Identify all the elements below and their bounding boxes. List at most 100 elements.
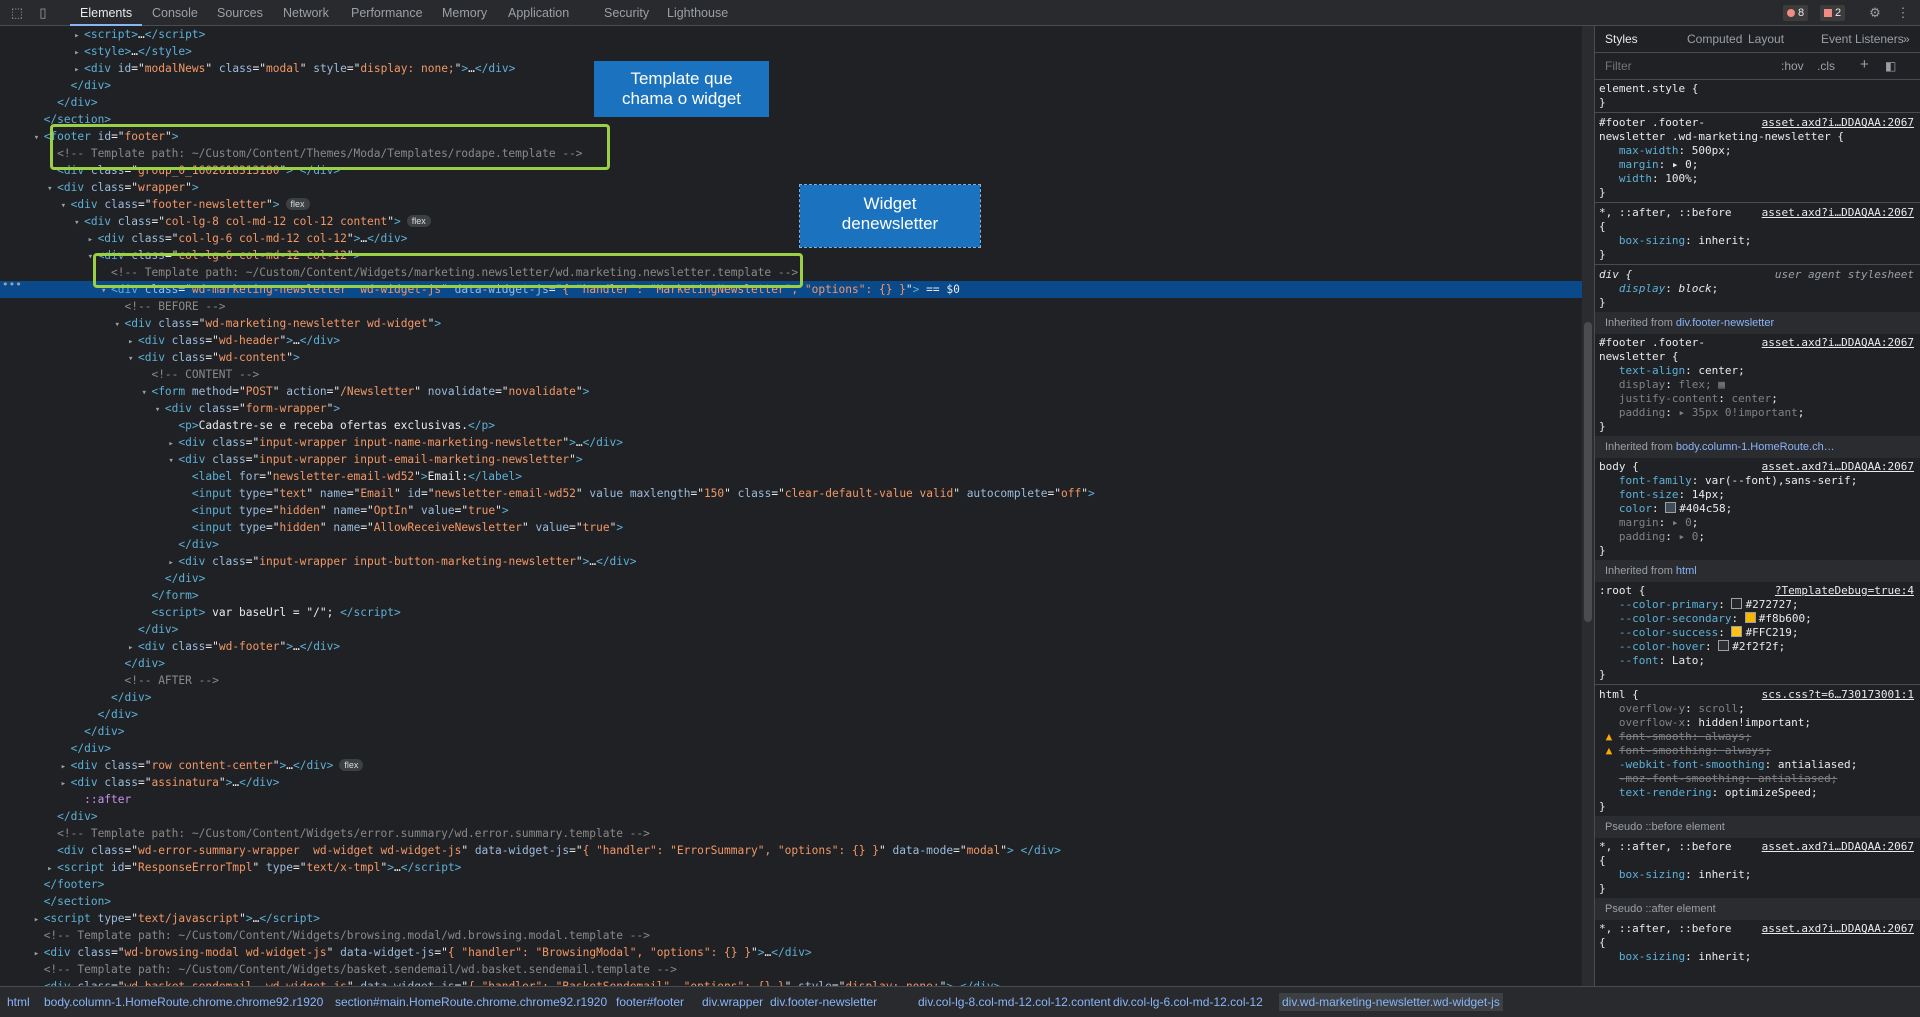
expand-toggle-icon[interactable]: ▾ bbox=[101, 286, 107, 296]
expand-toggle-icon[interactable]: ▸ bbox=[74, 65, 80, 75]
style-line[interactable]: --color-secondary: #f8b600; bbox=[1618, 612, 1812, 625]
dom-node[interactable]: </div> bbox=[124, 657, 165, 670]
dom-node[interactable]: <!-- Template path: ~/Custom/Content/Wid… bbox=[43, 963, 677, 976]
style-line[interactable]: } bbox=[1599, 420, 1606, 433]
style-line[interactable]: } bbox=[1599, 296, 1606, 309]
dom-node[interactable]: ▸<div class="assinatura">…</div> bbox=[0, 774, 1582, 791]
expand-toggle-icon[interactable]: ▸ bbox=[60, 779, 67, 789]
style-line[interactable]: width: 100%; bbox=[1618, 172, 1699, 185]
stylesheet-source-link[interactable]: asset.axd?i…DDAQAA:2067 bbox=[1761, 116, 1914, 129]
style-line[interactable]: overflow-x: hidden!important; bbox=[1618, 716, 1811, 729]
expand-toggle-icon[interactable]: ▾ bbox=[114, 320, 120, 330]
dom-node[interactable]: <input type="hidden" name="AllowReceiveN… bbox=[191, 521, 624, 534]
dom-node[interactable]: </div> bbox=[57, 96, 98, 109]
issues-badge[interactable]: 2 bbox=[1820, 5, 1846, 21]
expand-toggle-icon[interactable]: ▸ bbox=[60, 762, 67, 772]
styles-tab-layout[interactable]: Layout bbox=[1748, 32, 1785, 46]
dom-node[interactable]: <input type="text" name="Email" id="news… bbox=[191, 487, 1095, 500]
expand-toggle-icon[interactable]: ▾ bbox=[168, 456, 174, 466]
expand-toggle-icon[interactable]: ▸ bbox=[168, 558, 174, 568]
device-toolbar-icon[interactable]: ▯ bbox=[39, 5, 47, 20]
dom-node[interactable]: </div> bbox=[164, 572, 206, 585]
style-line[interactable]: margin: ▸ 0; bbox=[1618, 158, 1699, 171]
dom-node[interactable]: ▸<div class="wd-browsing-modal wd-widget… bbox=[0, 944, 1582, 961]
more-options-icon[interactable]: ⋮ bbox=[1896, 5, 1910, 20]
dom-node[interactable]: </div> bbox=[97, 708, 138, 721]
dom-node[interactable]: <div class="wd-error-summary-wrapper wd-… bbox=[57, 844, 1061, 857]
style-line[interactable]: box-sizing: inherit; bbox=[1618, 234, 1752, 247]
style-line[interactable]: } bbox=[1599, 186, 1606, 199]
style-line[interactable]: { bbox=[1599, 220, 1606, 233]
style-line[interactable]: -webkit-font-smoothing: antialiased; bbox=[1618, 758, 1858, 771]
expand-toggle-icon[interactable]: ▸ bbox=[168, 439, 174, 449]
dom-node[interactable]: <p>Cadastre-se e receba ofertas exclusiv… bbox=[178, 419, 495, 432]
dom-node[interactable]: <!-- AFTER --> bbox=[124, 674, 219, 687]
errors-badge[interactable]: 8 bbox=[1783, 5, 1809, 21]
more-tabs-icon[interactable]: » bbox=[1903, 32, 1910, 46]
dom-node[interactable]: ▸<div class="row content-center">…</div>… bbox=[0, 757, 1582, 774]
stylesheet-source-link[interactable]: scs.css?t=6…730173001:1 bbox=[1761, 688, 1914, 701]
dom-node[interactable]: ▸<div class="wd-footer">…</div> bbox=[0, 638, 1582, 655]
styles-tab-styles[interactable]: Styles bbox=[1605, 32, 1638, 46]
toggle-sidebar-icon[interactable]: ◧ bbox=[1885, 59, 1897, 73]
expand-toggle-icon[interactable]: ▾ bbox=[87, 252, 93, 262]
dom-node[interactable]: </div> bbox=[137, 623, 179, 636]
style-line[interactable]: overflow-y: scroll; bbox=[1618, 702, 1745, 715]
expand-toggle-icon[interactable]: ▸ bbox=[87, 235, 93, 245]
expand-toggle-icon[interactable]: ▾ bbox=[154, 405, 161, 415]
style-line[interactable]: newsletter .wd-marketing-newsletter { bbox=[1599, 130, 1845, 143]
style-line[interactable]: font-family: var(--font),sans-serif; bbox=[1618, 474, 1858, 487]
dom-node[interactable]: </section> bbox=[43, 113, 112, 126]
style-line[interactable]: } bbox=[1599, 248, 1606, 261]
dom-node[interactable]: </div> bbox=[178, 538, 219, 551]
dom-node[interactable]: <input type="hidden" name="OptIn" value=… bbox=[191, 504, 509, 517]
style-line[interactable]: body {asset.axd?i…DDAQAA:2067 bbox=[1599, 460, 1914, 473]
breadcrumb-item[interactable]: div.wd-marketing-newsletter.wd-widget-js bbox=[1279, 993, 1503, 1011]
style-line[interactable]: text-align: center; bbox=[1618, 364, 1745, 377]
dom-node[interactable]: ▸<style>…</style> bbox=[0, 43, 1582, 60]
style-line[interactable]: { bbox=[1599, 854, 1606, 867]
style-line[interactable]: html {scs.css?t=6…730173001:1 bbox=[1599, 688, 1914, 701]
dom-node[interactable]: ▸<div id="modalNews" class="modal" style… bbox=[0, 60, 1582, 77]
dom-node[interactable]: <label for="newsletter-email-wd52">Email… bbox=[191, 470, 522, 483]
style-line[interactable]: --font: Lato; bbox=[1618, 654, 1705, 667]
dom-node[interactable]: <!-- Template path: ~/Custom/Content/The… bbox=[57, 147, 583, 160]
dom-node[interactable]: <script> var baseUrl = "/"; </script> bbox=[151, 606, 401, 619]
expand-toggle-icon[interactable]: ▾ bbox=[60, 201, 67, 211]
inspect-element-icon[interactable]: ⬚ bbox=[10, 5, 24, 20]
breadcrumb-item[interactable]: div.footer-newsletter bbox=[770, 995, 878, 1009]
styles-tab-computed[interactable]: Computed bbox=[1687, 32, 1743, 46]
dom-node[interactable]: ▾<div class="input-wrapper input-email-m… bbox=[0, 451, 1582, 468]
breadcrumb-item[interactable]: html bbox=[7, 995, 30, 1009]
style-line[interactable]: max-width: 500px; bbox=[1618, 144, 1732, 157]
dom-node[interactable]: ▸<div class="col-lg-6 col-md-12 col-12">… bbox=[0, 230, 1582, 247]
expand-toggle-icon[interactable]: ▾ bbox=[47, 184, 53, 194]
panel-divider[interactable] bbox=[1594, 26, 1595, 986]
style-line[interactable]: } bbox=[1599, 96, 1606, 109]
tab-lighthouse[interactable]: Lighthouse bbox=[667, 6, 729, 20]
dom-node[interactable]: ▸<script id="ResponseErrorTmpl" type="te… bbox=[0, 859, 1582, 876]
dom-node[interactable]: <!-- CONTENT --> bbox=[151, 368, 260, 381]
more-actions-icon[interactable]: ••• bbox=[2, 278, 22, 291]
stylesheet-source-link[interactable]: asset.axd?i…DDAQAA:2067 bbox=[1761, 206, 1914, 219]
expand-toggle-icon[interactable]: ▾ bbox=[33, 133, 40, 143]
dom-node[interactable]: <!-- Template path: ~/Custom/Content/Wid… bbox=[57, 827, 650, 840]
style-line[interactable]: } bbox=[1599, 882, 1606, 895]
dom-node[interactable]: ▸<script type="text/javascript">…</scrip… bbox=[0, 910, 1582, 927]
dom-node[interactable]: ▾<div class="col-lg-8 col-md-12 col-12 c… bbox=[0, 213, 1582, 230]
dom-node[interactable]: ▸<div class="wd-basket-sendemail wd-widg… bbox=[0, 978, 1582, 986]
style-line[interactable]: ▲ font-smooth: always; bbox=[1605, 730, 1752, 743]
dom-node[interactable]: </div> bbox=[84, 725, 125, 738]
style-line[interactable]: margin: ▸ 0; bbox=[1618, 516, 1699, 529]
style-line[interactable]: color: #404c58; bbox=[1618, 502, 1733, 515]
style-line[interactable]: --color-success: #FFC219; bbox=[1618, 626, 1799, 639]
tab-memory[interactable]: Memory bbox=[442, 6, 488, 20]
dom-node[interactable]: <!-- Template path: ~/Custom/Content/Wid… bbox=[111, 266, 799, 279]
new-style-rule-icon[interactable]: + bbox=[1860, 56, 1869, 73]
dom-node[interactable]: ▾<div class="wd-content"> bbox=[0, 349, 1582, 366]
style-line[interactable]: :root {?TemplateDebug=true:4 bbox=[1599, 584, 1914, 597]
style-line[interactable]: box-sizing: inherit; bbox=[1618, 868, 1752, 881]
cls-toggle[interactable]: .cls bbox=[1817, 59, 1835, 73]
breadcrumb-item[interactable]: div.col-lg-6.col-md-12.col-12 bbox=[1113, 995, 1263, 1009]
style-line[interactable]: font-size: 14px; bbox=[1618, 488, 1725, 501]
